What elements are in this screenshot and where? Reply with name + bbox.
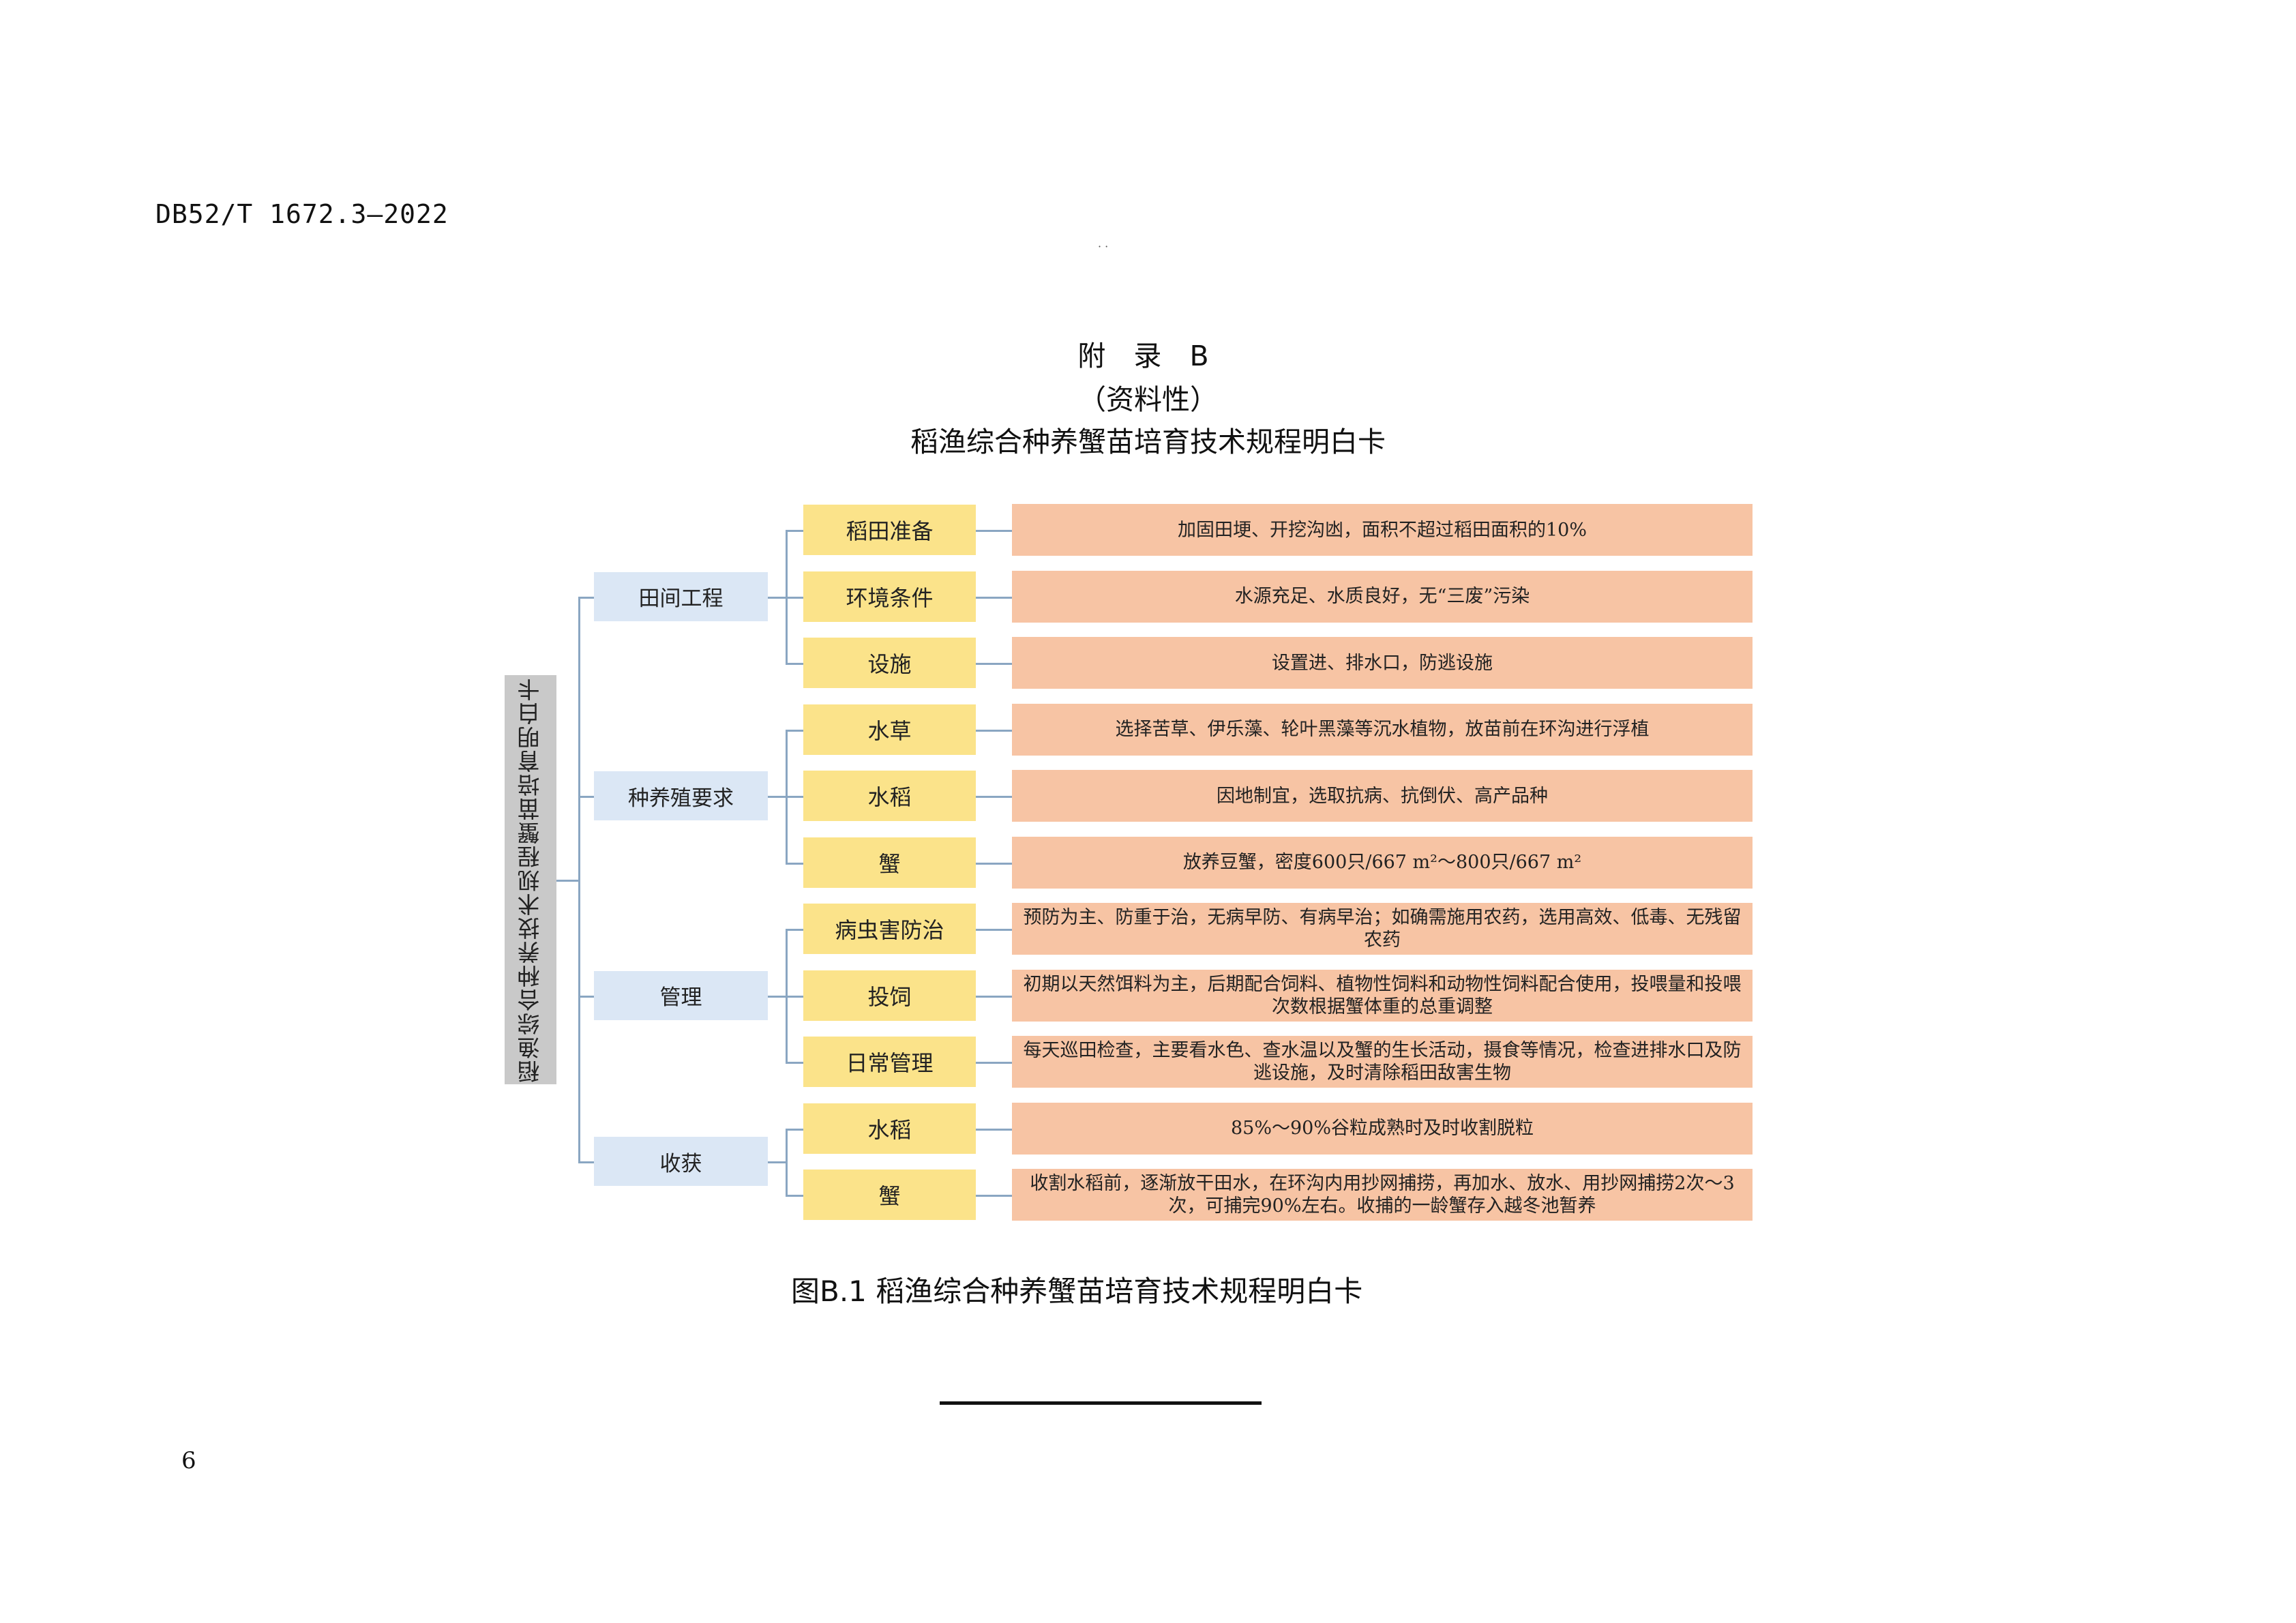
category-spine (786, 530, 788, 665)
page-number: 6 (181, 1447, 196, 1474)
connector-cat-spine (768, 596, 786, 599)
connector-cat-item (786, 1195, 803, 1197)
root-spine (578, 596, 580, 1164)
connector-item-desc (976, 1128, 1012, 1131)
category-spine (786, 929, 788, 1064)
connector-item-desc (976, 1062, 1012, 1064)
category-spine (786, 1128, 788, 1197)
item-node: 投饲 (803, 970, 976, 1021)
connector-cat-item (786, 995, 803, 998)
connector-cat-spine (768, 995, 786, 998)
connector-cat-item (786, 729, 803, 732)
item-description: 放养豆蟹，密度600只/667 m²～800只/667 m² (1012, 836, 1753, 889)
category-node: 种养殖要求 (594, 771, 768, 820)
item-node: 设施 (803, 638, 976, 688)
annex-nature: （资料性） (1078, 383, 1218, 416)
item-description: 85%～90%谷粒成熟时及时收割脱粒 (1012, 1102, 1753, 1155)
tick-marks: · · (1098, 240, 1109, 253)
connector-root-cat (578, 995, 594, 998)
connector-cat-item (786, 1128, 803, 1131)
connector-root (556, 880, 578, 882)
item-node: 日常管理 (803, 1037, 976, 1087)
connector-root-cat (578, 1161, 594, 1164)
item-description: 加固田埂、开挖沟凼，面积不超过稻田面积的10% (1012, 504, 1753, 556)
connector-item-desc (976, 929, 1012, 931)
item-description: 选择苦草、伊乐藻、轮叶黑藻等沉水植物，放苗前在环沟进行浮植 (1012, 703, 1753, 756)
connector-cat-spine (768, 796, 786, 798)
connector-cat-item (786, 663, 803, 665)
connector-root-cat (578, 596, 594, 599)
connector-item-desc (976, 862, 1012, 865)
root-label: 稻渔综合种养技术规程蟹苗培育明白卡 (517, 676, 543, 1083)
connector-cat-item (786, 596, 803, 599)
item-node: 水稻 (803, 771, 976, 821)
item-node: 稻田准备 (803, 505, 976, 555)
category-node: 管理 (594, 970, 768, 1020)
connector-root-cat (578, 796, 594, 798)
item-description: 水源充足、水质良好，无“三废”污染 (1012, 570, 1753, 623)
category-node: 收获 (594, 1137, 768, 1187)
item-description: 预防为主、防重于治，无病早防、有病早治；如确需施用农药，选用高效、低毒、无残留农… (1012, 903, 1753, 955)
end-rule (940, 1401, 1262, 1405)
item-node: 病虫害防治 (803, 904, 976, 954)
connector-item-desc (976, 796, 1012, 798)
item-node: 水草 (803, 704, 976, 755)
item-description: 每天巡田检查，主要看水色、查水温以及蟹的生长活动，摄食等情况，检查进排水口及防逃… (1012, 1036, 1753, 1088)
figure-heading: 稻渔综合种养蟹苗培育技术规程明白卡 (910, 426, 1386, 458)
item-description: 收割水稻前，逐渐放干田水，在环沟内用抄网捕捞，再加水、放水、用抄网捕捞2次～3次… (1012, 1169, 1753, 1221)
item-description: 因地制宜，选取抗病、抗倒伏、高产品种 (1012, 770, 1753, 822)
item-description: 设置进、排水口，防逃设施 (1012, 637, 1753, 689)
connector-item-desc (976, 530, 1012, 532)
item-description: 初期以天然饵料为主，后期配合饲料、植物性饲料和动物性饲料配合使用，投喂量和投喂次… (1012, 969, 1753, 1022)
connector-item-desc (976, 1195, 1012, 1197)
category-spine (786, 729, 788, 865)
connector-cat-item (786, 929, 803, 931)
connector-cat-spine (768, 1161, 786, 1164)
item-node: 环境条件 (803, 571, 976, 622)
connector-cat-item (786, 862, 803, 865)
connector-item-desc (976, 729, 1012, 732)
connector-item-desc (976, 663, 1012, 665)
category-node: 田间工程 (594, 571, 768, 621)
item-node: 蟹 (803, 837, 976, 888)
connector-cat-item (786, 796, 803, 798)
connector-cat-item (786, 1062, 803, 1064)
figure-caption: 图B.1 稻渔综合种养蟹苗培育技术规程明白卡 (791, 1275, 1363, 1308)
connector-item-desc (976, 596, 1012, 599)
annex-title: 附 录 B (1077, 340, 1219, 372)
connector-cat-item (786, 530, 803, 532)
item-node: 蟹 (803, 1170, 976, 1220)
connector-item-desc (976, 995, 1012, 998)
root-node: 稻渔综合种养技术规程蟹苗培育明白卡 (505, 675, 556, 1084)
item-node: 水稻 (803, 1103, 976, 1154)
standard-code: DB52/T 1672.3—2022 (155, 199, 449, 229)
